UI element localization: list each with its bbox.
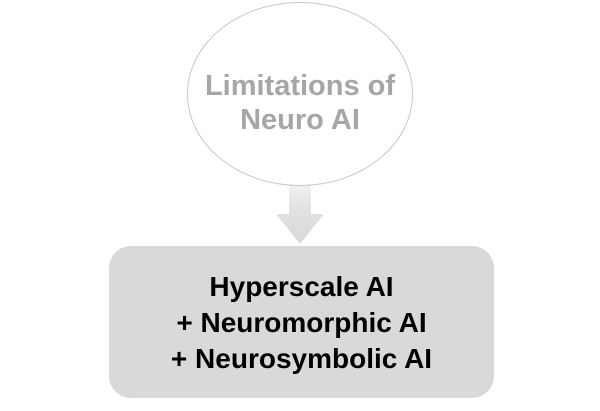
solution-line-3: + Neurosymbolic AI (170, 343, 433, 374)
limitations-label: Limitations of Neuro AI (187, 69, 413, 137)
limitations-line-1: Limitations of (204, 70, 396, 102)
limitations-node (187, 2, 413, 186)
solution-line-1: Hyperscale AI (209, 271, 394, 302)
solution-node (109, 246, 494, 398)
solution-line-2: + Neuromorphic AI (176, 307, 427, 338)
limitations-line-2: Neuro AI (240, 104, 360, 136)
solution-label: Hyperscale AI + Neuromorphic AI + Neuros… (109, 269, 494, 377)
